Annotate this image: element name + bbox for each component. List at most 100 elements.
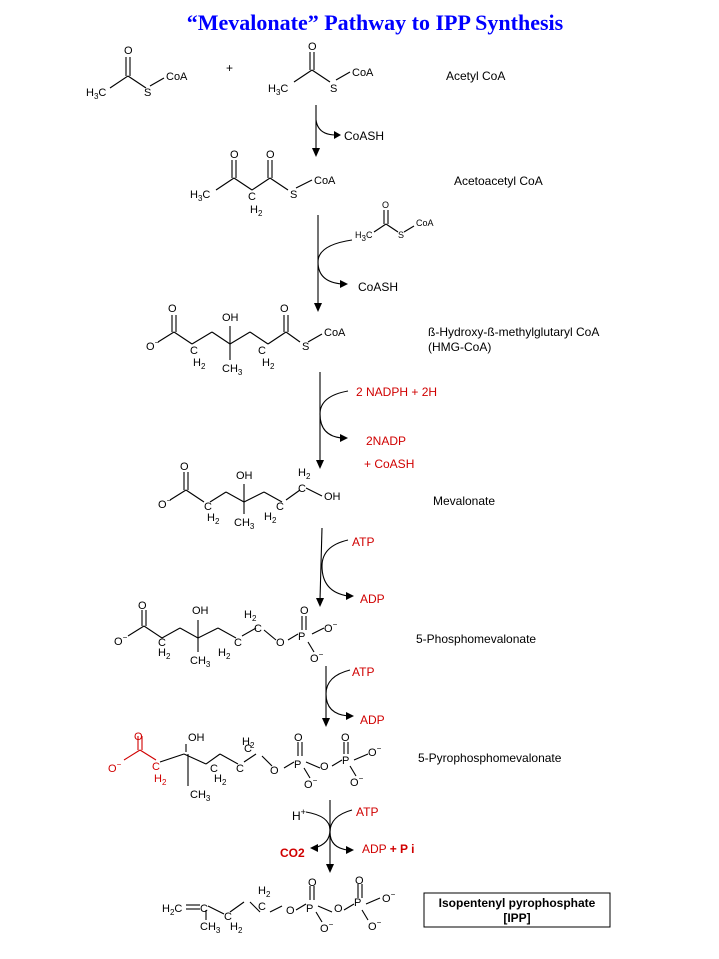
svg-text:H2: H2 [264, 511, 277, 525]
svg-text:O−: O− [146, 338, 160, 353]
svg-text:OH: OH [222, 312, 239, 324]
svg-text:O: O [138, 600, 147, 612]
svg-text:CH3: CH3 [234, 517, 255, 531]
svg-text:C: C [248, 191, 256, 203]
reaction-arrow-1 [312, 105, 341, 157]
svg-text:O: O [308, 877, 317, 889]
svg-text:C: C [236, 763, 244, 775]
svg-text:H3C: H3C [268, 83, 288, 97]
svg-text:C: C [190, 345, 198, 357]
svg-text:O: O [266, 149, 275, 161]
svg-text:O: O [270, 765, 279, 777]
reagent-coash-2: CoASH [358, 280, 398, 294]
compound-name-hmg-coa: ß-Hydroxy-ß-methylglutaryl CoA [428, 325, 599, 339]
svg-text:H2: H2 [262, 357, 275, 371]
compound-name-acetyl-coa: Acetyl CoA [446, 69, 505, 83]
svg-text:[IPP]: [IPP] [503, 911, 530, 925]
svg-text:C: C [254, 623, 262, 635]
svg-text:O: O [276, 637, 285, 649]
compound-name-pyrophosphomevalonate: 5-Pyrophosphomevalonate [418, 751, 562, 765]
svg-text:H2: H2 [230, 921, 243, 935]
svg-text:C: C [258, 901, 266, 913]
svg-text:CoA: CoA [352, 67, 374, 79]
svg-text:H2: H2 [193, 357, 206, 371]
svg-text:C: C [258, 345, 266, 357]
svg-text:P: P [298, 631, 305, 643]
svg-text:C: C [200, 903, 208, 915]
svg-text:CH3: CH3 [200, 921, 221, 935]
svg-text:H2: H2 [242, 736, 255, 750]
acetyl-coa-reactant-small: H3C O S CoA [355, 200, 434, 243]
reagent-coash-1: CoASH [344, 129, 384, 143]
svg-text:P: P [354, 897, 361, 909]
ipp-label-box: Isopentenyl pyrophosphate [IPP] [423, 892, 611, 928]
svg-text:O−: O− [350, 774, 364, 789]
svg-text:CoA: CoA [416, 218, 434, 228]
mevalonate-structure: O− O C H2 OH CH3 C H2 C H2 OH [158, 461, 341, 531]
reagent-nadph: 2 NADPH + 2H [356, 385, 437, 399]
compound-name-phosphomevalonate: 5-Phosphomevalonate [416, 632, 536, 646]
reaction-arrow-3 [316, 372, 349, 469]
svg-text:H2: H2 [218, 647, 231, 661]
svg-text:OH: OH [192, 605, 209, 617]
svg-text:H2: H2 [258, 885, 271, 899]
svg-text:S: S [330, 83, 337, 95]
svg-text:O−: O− [368, 744, 382, 759]
reaction-arrow-2 [314, 215, 353, 312]
svg-text:P: P [294, 759, 301, 771]
svg-text:O: O [300, 605, 309, 617]
svg-text:S: S [398, 230, 404, 240]
reagent-adp-1: ADP [360, 592, 385, 606]
compound-name-hmg-coa-abbrev: (HMG-CoA) [428, 340, 491, 354]
svg-text:C: C [204, 501, 212, 513]
svg-text:CoA: CoA [314, 175, 336, 187]
svg-text:C: C [210, 763, 218, 775]
svg-text:CH3: CH3 [190, 655, 211, 669]
svg-text:H2: H2 [207, 512, 220, 526]
svg-text:O: O [308, 41, 317, 53]
compound-name-mevalonate: Mevalonate [433, 494, 495, 508]
reagent-nadp-coash: + CoASH [364, 457, 414, 471]
svg-text:CoA: CoA [166, 71, 188, 83]
svg-text:C: C [234, 637, 242, 649]
svg-text:C: C [244, 743, 252, 755]
svg-text:O: O [355, 875, 364, 887]
svg-text:H2: H2 [158, 647, 171, 661]
acetyl-coa-structure-right: H3C O S CoA [268, 41, 374, 97]
svg-text:O: O [230, 149, 239, 161]
svg-text:H2: H2 [244, 609, 257, 623]
plus-sign: + [226, 61, 233, 75]
svg-text:O: O [320, 761, 329, 773]
svg-text:H2: H2 [250, 204, 263, 218]
page-title: “Mevalonate” Pathway to IPP Synthesis [187, 10, 564, 35]
ipp-structure: H2C C CH3 C H2 C H2 O P O O− O P O O− O− [162, 875, 396, 935]
svg-text:S: S [290, 189, 297, 201]
svg-text:C: C [276, 501, 284, 513]
svg-text:P: P [342, 755, 349, 767]
svg-text:O: O [382, 200, 389, 210]
svg-text:CH3: CH3 [222, 363, 243, 377]
reagent-adp-2: ADP [360, 713, 385, 727]
reagent-co2: CO2 [280, 846, 305, 860]
acetoacetyl-coa-structure: H3C O O C H2 S CoA [190, 149, 336, 218]
svg-text:OH: OH [236, 470, 253, 482]
svg-text:O: O [168, 303, 177, 315]
svg-text:CoA: CoA [324, 327, 346, 339]
svg-text:C: C [158, 637, 166, 649]
pyrophosphomevalonate-structure: O− O C H2 OH CH3 C H2 C C H2 O P O O− O … [108, 731, 382, 803]
reagent-adp-pi: ADP+ P i [362, 842, 414, 856]
svg-text:Isopentenyl pyrophosphate: Isopentenyl pyrophosphate [439, 896, 596, 910]
svg-text:S: S [144, 87, 151, 99]
svg-text:H2: H2 [298, 467, 311, 481]
svg-text:S: S [302, 341, 309, 353]
svg-text:C: C [152, 761, 160, 773]
svg-text:O: O [124, 45, 133, 57]
svg-text:O−: O− [108, 760, 122, 775]
reagent-atp-2: ATP [352, 665, 374, 679]
svg-text:H2: H2 [214, 773, 227, 787]
reagent-atp-1: ATP [352, 535, 374, 549]
svg-text:O: O [280, 303, 289, 315]
phosphomevalonate-structure: O− O C H2 OH CH3 C H2 C H2 O P O O− O− [114, 600, 338, 669]
svg-text:O: O [134, 731, 143, 743]
